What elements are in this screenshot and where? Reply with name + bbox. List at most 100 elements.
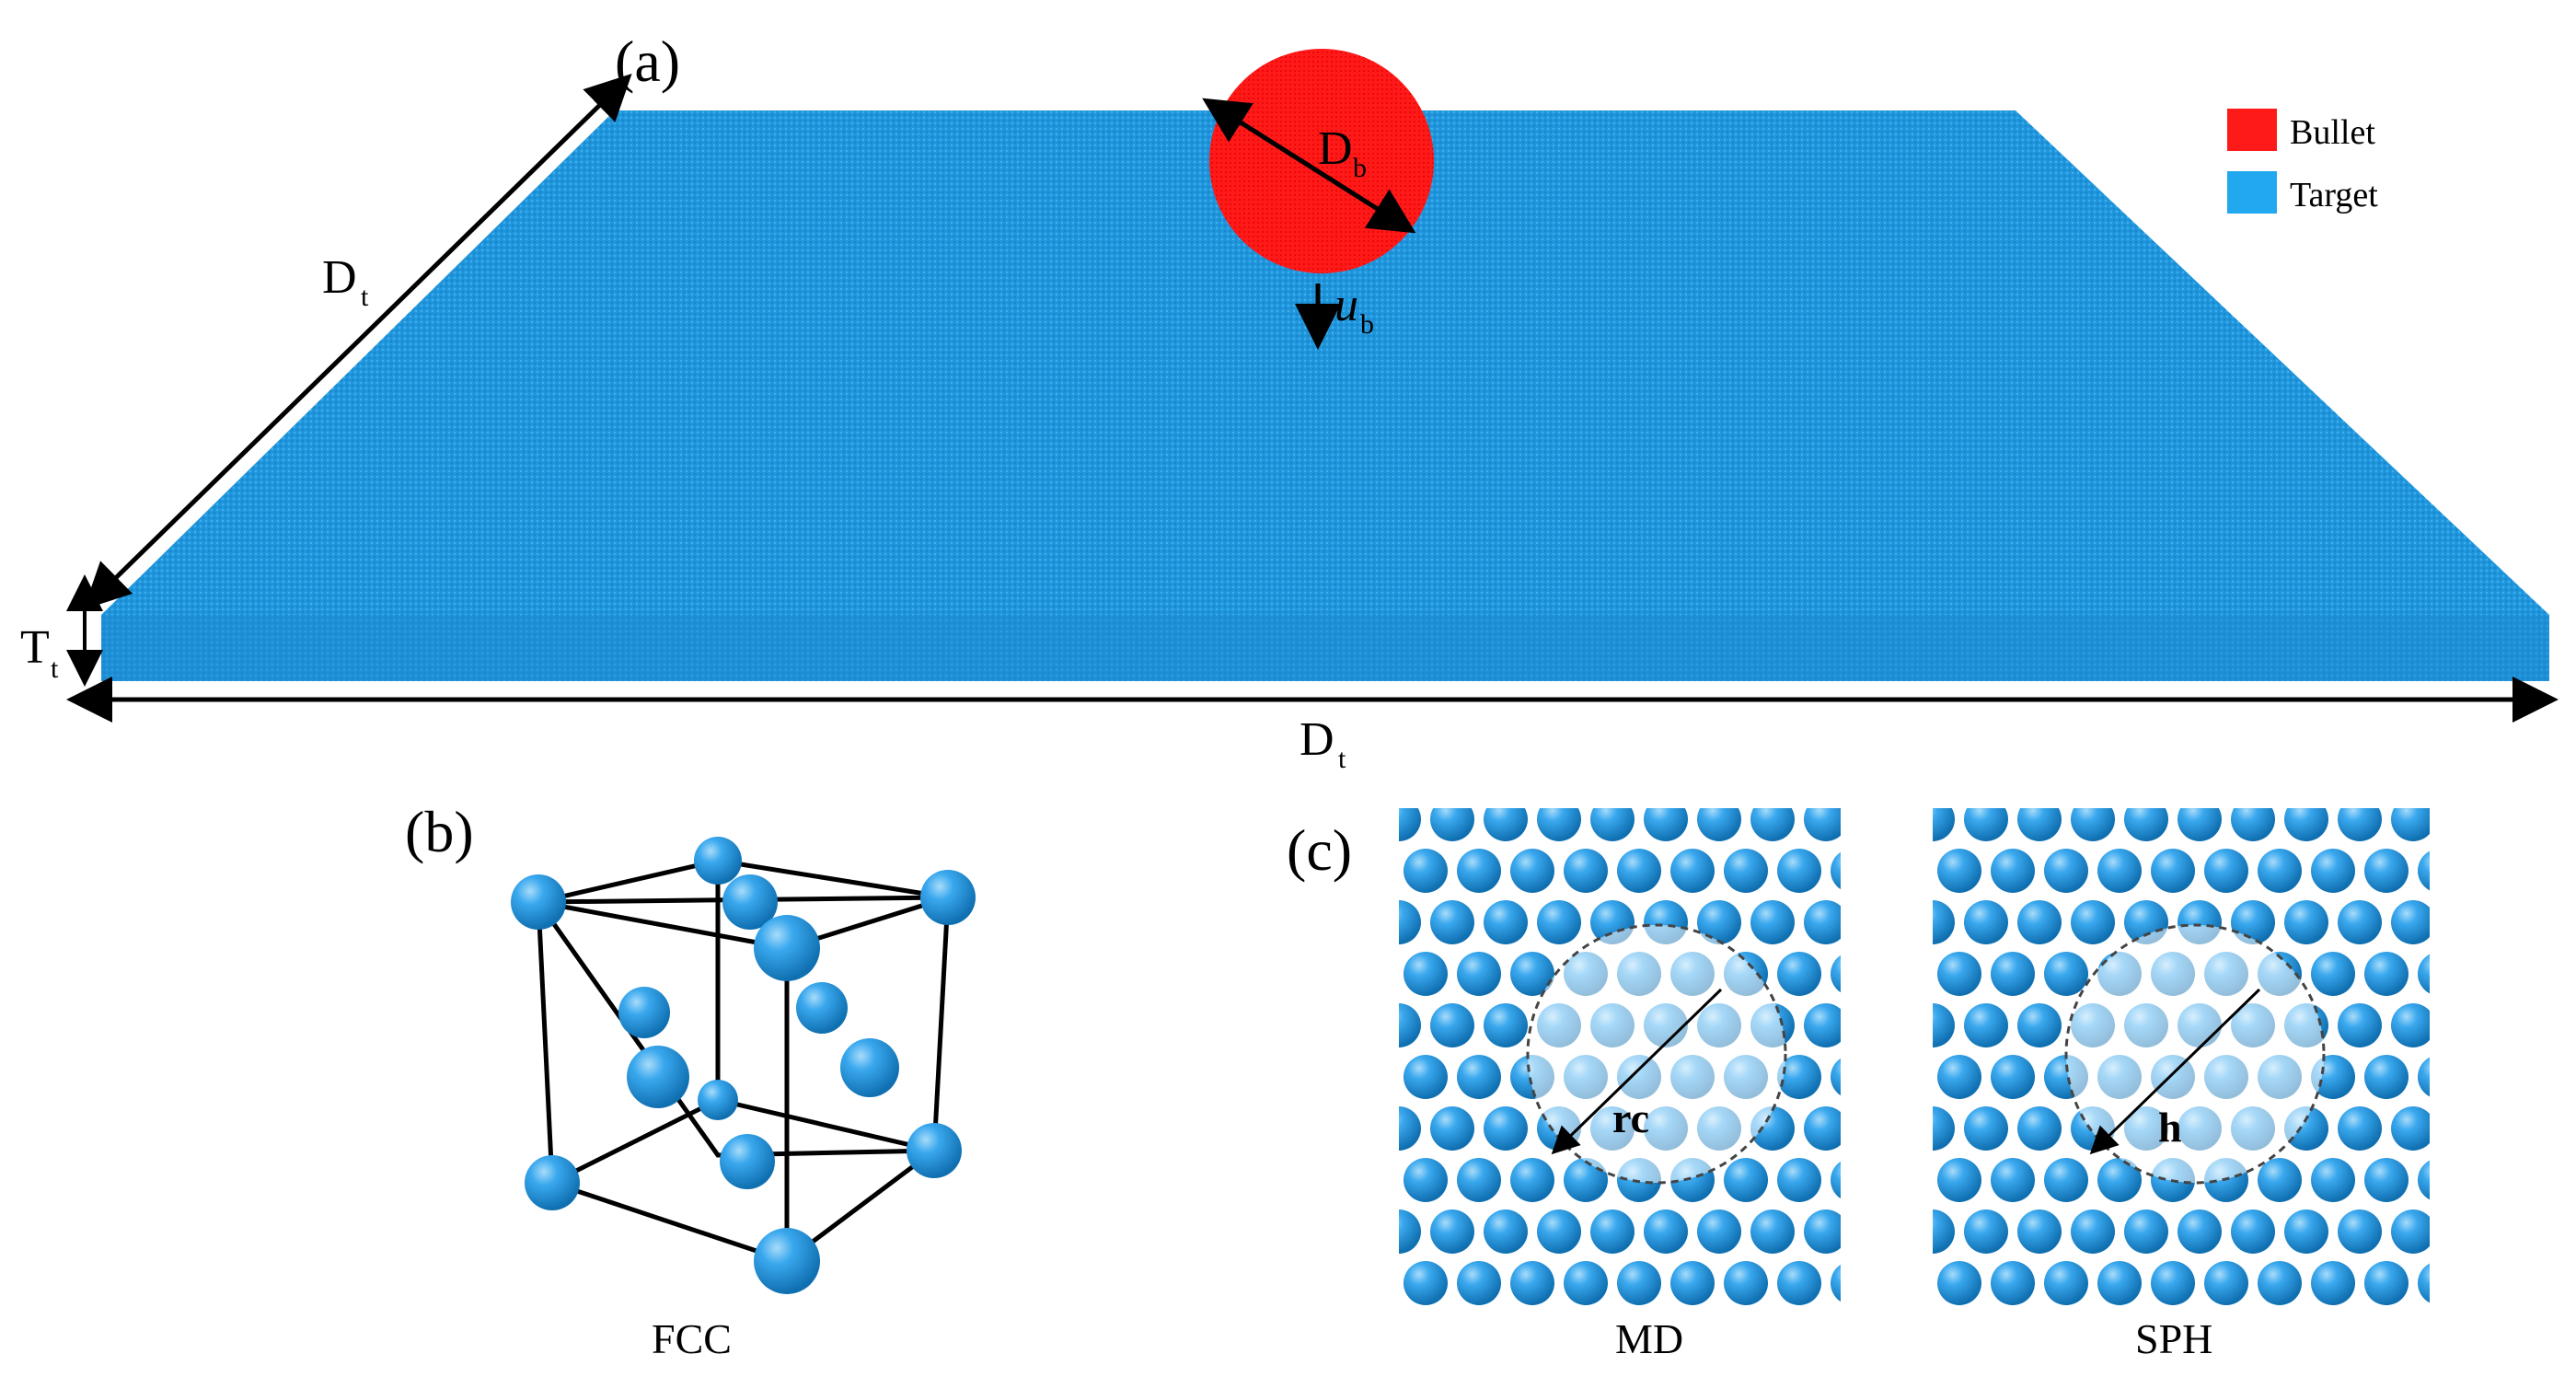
- lattice-atom: [1937, 1055, 1981, 1099]
- lattice-atom: [1484, 1209, 1528, 1254]
- lattice-atom: [1964, 808, 2008, 841]
- lattice-atom: [1350, 1158, 1394, 1202]
- lattice-atom: [1933, 1209, 1955, 1254]
- lattice-atom: [1484, 808, 1528, 841]
- lattice-atom: [2097, 1158, 2142, 1202]
- panel-b-label: (b): [405, 799, 474, 864]
- lattice-atom: [1399, 808, 1421, 841]
- lattice-atom: [1777, 1055, 1821, 1099]
- lattice-atom: [1750, 1313, 1795, 1357]
- lattice-atom: [1933, 1106, 1955, 1151]
- lattice-atom: [1404, 952, 1448, 996]
- lattice-atom: [1857, 797, 1901, 841]
- lattice-atom: [2231, 1209, 2275, 1254]
- lattice-atom: [1323, 1106, 1368, 1151]
- lattice-atom: [2391, 1313, 2435, 1357]
- lattice-atom: [2364, 849, 2409, 893]
- sph-caption: SPH: [2135, 1315, 2212, 1362]
- lattice-atom: [1884, 849, 1928, 893]
- lattice-atom: [2071, 808, 2115, 841]
- lattice-atom: [1430, 1106, 1474, 1151]
- lattice-atom: [1933, 900, 1955, 944]
- lattice-atom: [1404, 1055, 1448, 1099]
- lattice-atom: [2444, 797, 2489, 841]
- lattice-atom: [2364, 1055, 2409, 1099]
- lattice-atom: [2151, 1261, 2195, 1305]
- thickness-subscript: t: [51, 654, 59, 684]
- lattice-atom: [2071, 1209, 2115, 1254]
- lattice-atom: [1964, 1003, 2008, 1047]
- lattice-atom: [2338, 1209, 2382, 1254]
- fcc-caption: FCC: [652, 1315, 732, 1362]
- lattice-atom: [2444, 900, 2489, 944]
- lattice-atom: [2284, 900, 2328, 944]
- lattice-atom: [1777, 1158, 1821, 1202]
- lattice-atom: [1831, 851, 1841, 890]
- fcc-atom: [754, 915, 820, 981]
- lattice-atom: [1804, 1106, 1841, 1151]
- legend-swatch-target: [2227, 171, 2277, 214]
- fcc-atom: [907, 1123, 962, 1178]
- lattice-atom: [1937, 1158, 1981, 1202]
- lattice-atom: [2258, 1158, 2302, 1202]
- lattice-atom: [1537, 1313, 1581, 1357]
- lattice-atom: [1831, 1161, 1841, 1199]
- lattice-atom: [2418, 954, 2430, 994]
- lattice-atom: [2284, 808, 2328, 841]
- lattice-atom: [1750, 1209, 1795, 1254]
- lattice-atom: [1590, 1209, 1635, 1254]
- lattice-atom: [1937, 1261, 1981, 1305]
- lattice-atom: [1804, 808, 1841, 841]
- lattice-atom: [1399, 1003, 1421, 1047]
- lattice-atom: [1399, 900, 1421, 944]
- plate-depth-arrow: [83, 74, 632, 609]
- lattice-atom: [2044, 1158, 2088, 1202]
- legend-swatch-bullet: [2227, 109, 2277, 151]
- lattice-atom: [2338, 808, 2382, 841]
- lattice-atom: [1430, 1003, 1474, 1047]
- lattice-atom: [2258, 849, 2302, 893]
- lattice-atom: [2311, 952, 2355, 996]
- lattice-atom: [2311, 1261, 2355, 1305]
- lattice-atom: [2444, 1003, 2489, 1047]
- lattice-atom: [1670, 1261, 1715, 1305]
- lattice-atom: [2044, 1261, 2088, 1305]
- fcc-atom: [511, 874, 566, 930]
- lattice-atom: [2097, 1261, 2142, 1305]
- target-plate-top: [101, 110, 2549, 615]
- lattice-atom: [2017, 1003, 2062, 1047]
- lattice-atom: [2391, 900, 2430, 944]
- lattice-atom: [1857, 1313, 1901, 1357]
- lattice-atom: [1564, 1261, 1608, 1305]
- lattice-atom: [1537, 1209, 1581, 1254]
- lattice-atom: [2311, 849, 2355, 893]
- lattice-atom: [2231, 808, 2275, 841]
- lattice-atom: [2391, 1106, 2430, 1151]
- lattice-atom: [2071, 900, 2115, 944]
- lattice-atom: [1831, 1058, 1841, 1096]
- fcc-atom: [920, 870, 976, 925]
- lattice-atom: [1857, 1209, 1901, 1254]
- thickness-label: T: [20, 621, 50, 674]
- lattice-atom: [2338, 1003, 2382, 1047]
- lattice-atom: [2391, 1003, 2430, 1047]
- velocity-subscript: b: [1360, 309, 1374, 340]
- lattice-atom: [1350, 1261, 1394, 1305]
- lattice-atom: [1510, 849, 1554, 893]
- panel-b: (b): [405, 799, 976, 1362]
- lattice-atom: [2017, 1106, 2062, 1151]
- panel-a: (a) D b u b D t T t D t Bullet: [20, 29, 2559, 774]
- lattice-atom: [1724, 1261, 1768, 1305]
- lattice-atom: [1884, 952, 1928, 996]
- lattice-atom: [2364, 1261, 2409, 1305]
- lattice-atom: [2338, 1106, 2382, 1151]
- lattice-atom: [2231, 1313, 2275, 1357]
- legend-label-target: Target: [2290, 176, 2378, 214]
- lattice-atom: [1537, 808, 1581, 841]
- lattice-atom: [2017, 900, 2062, 944]
- plate-width-subscript: t: [1338, 744, 1346, 774]
- lattice-atom: [2071, 1313, 2115, 1357]
- md-caption: MD: [1615, 1315, 1683, 1362]
- lattice-atom: [1724, 1158, 1768, 1202]
- lattice-atom: [2338, 900, 2382, 944]
